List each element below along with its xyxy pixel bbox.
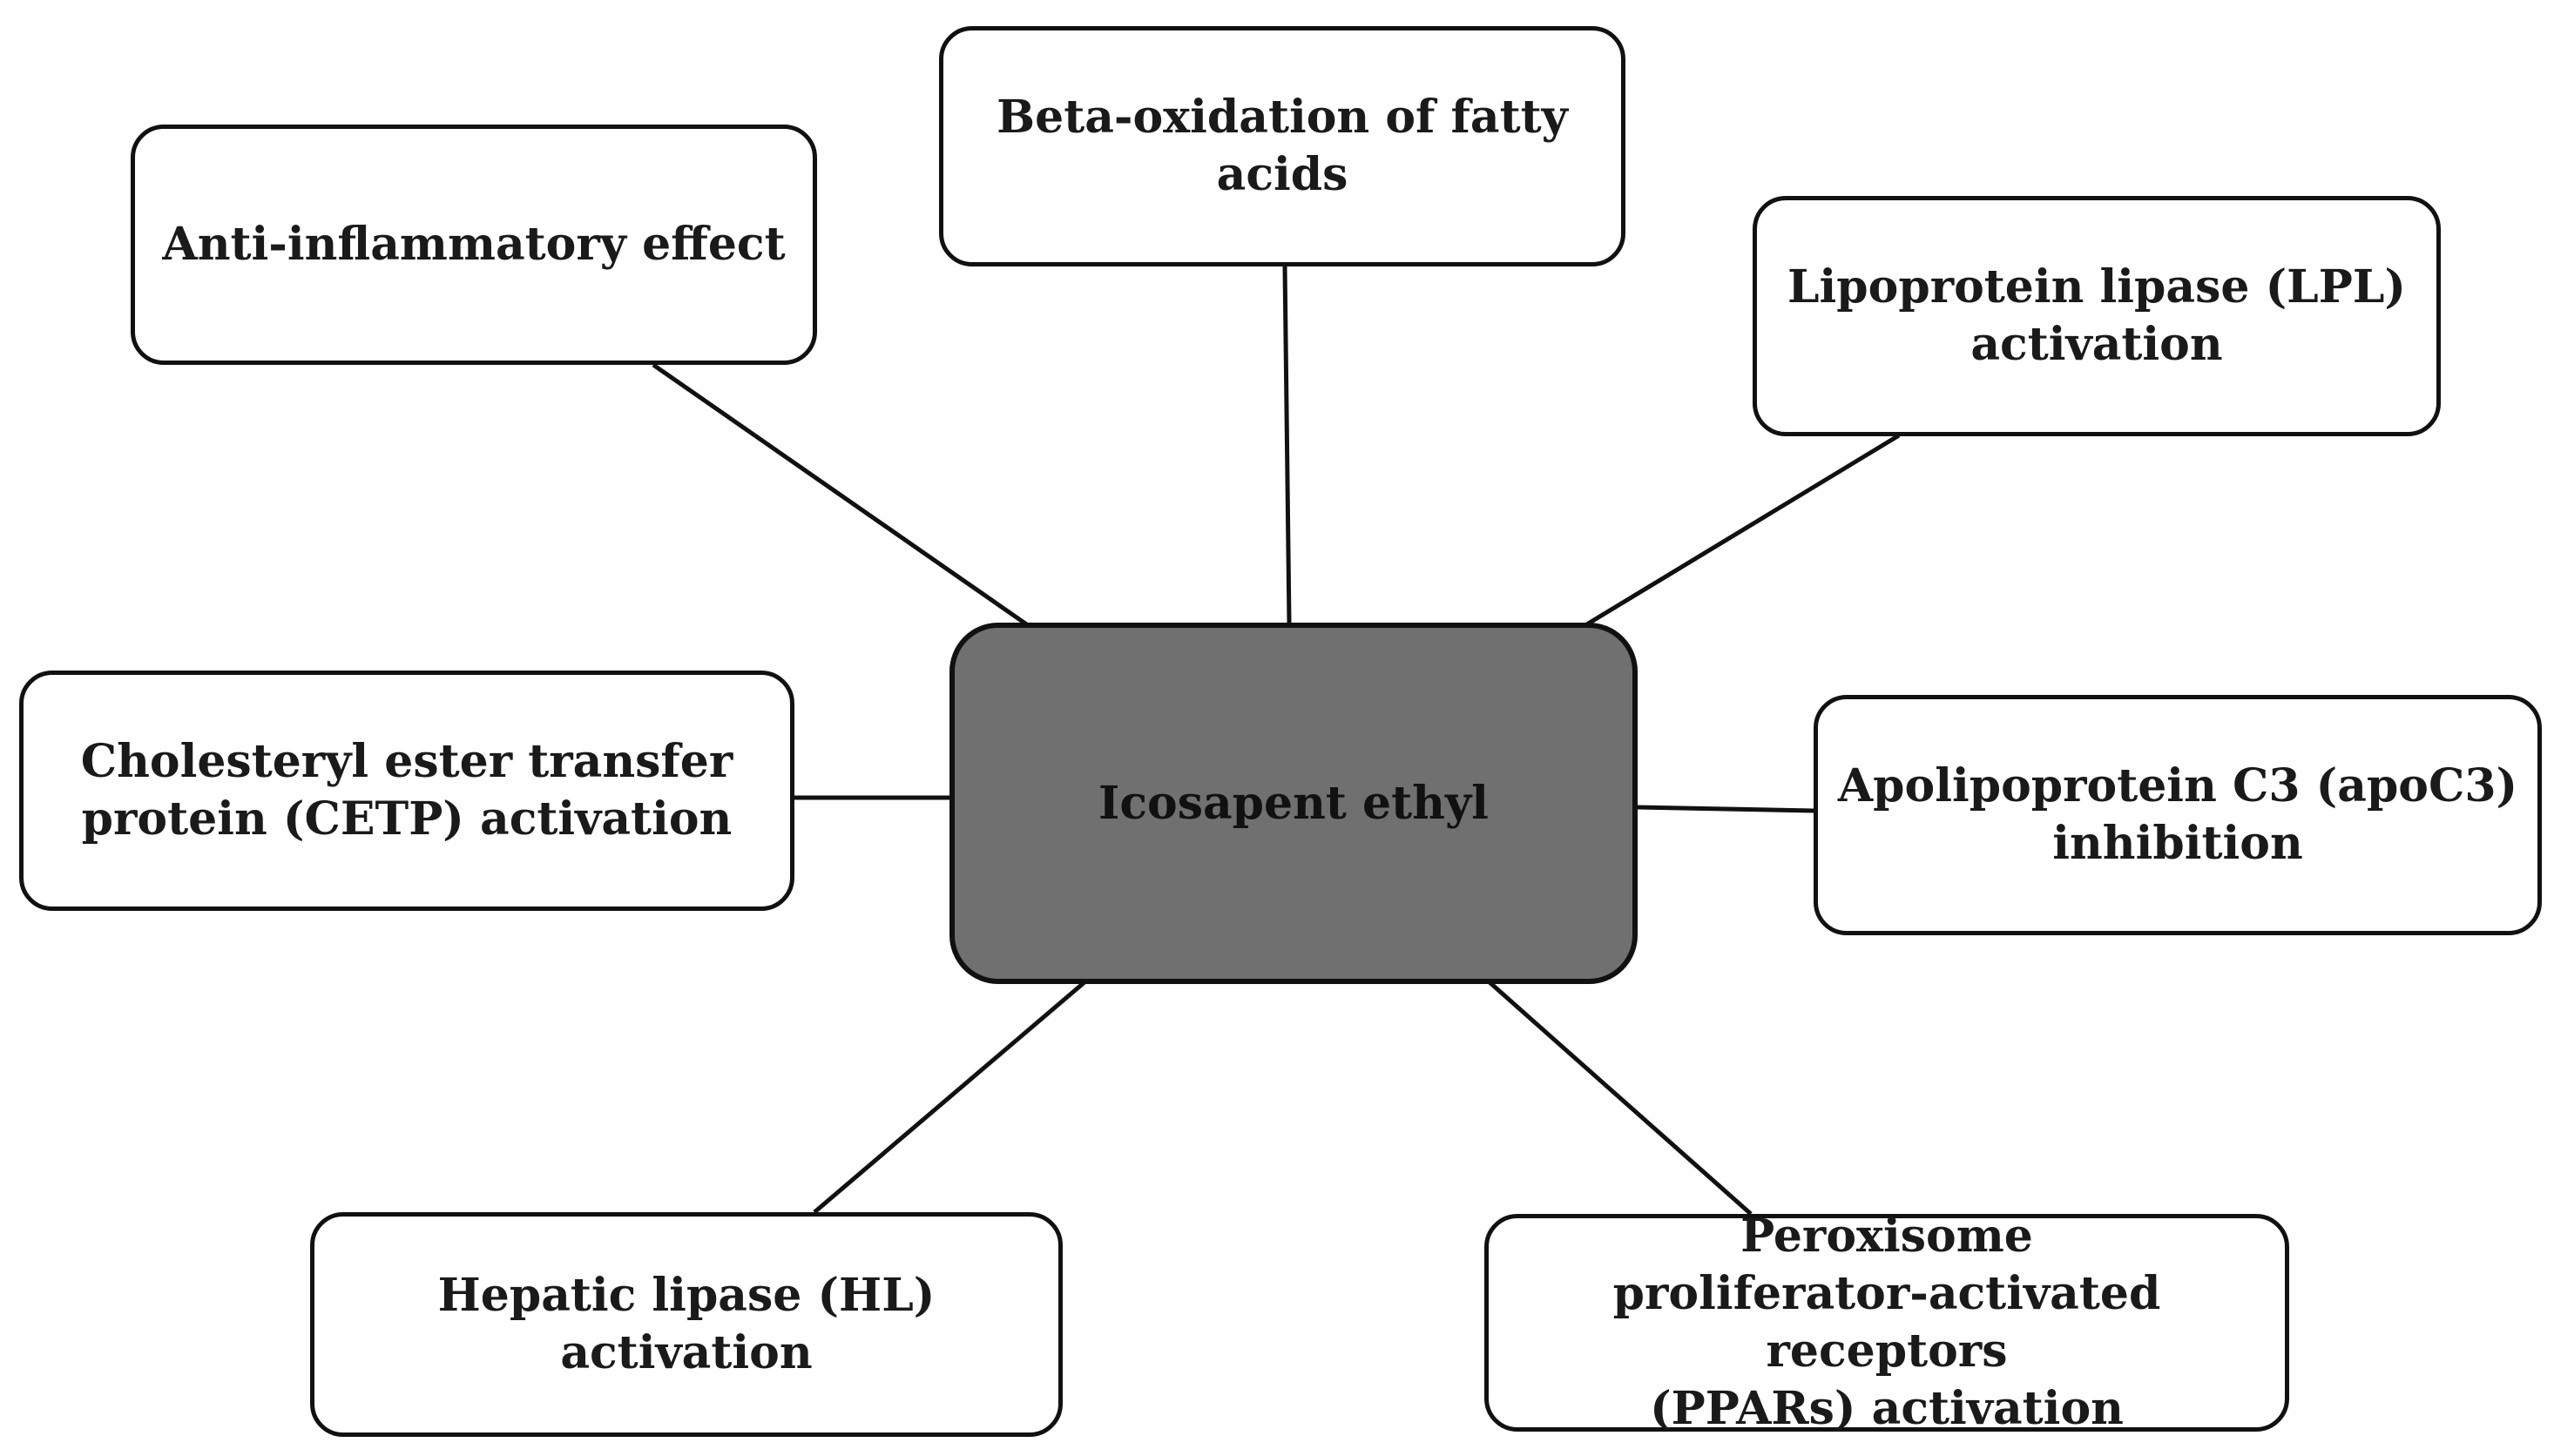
node-lipoprotein-lipase: Lipoprotein lipase (LPL) activation bbox=[1753, 196, 2441, 436]
node-cetp-activation: Cholesteryl ester transfer protein (CETP… bbox=[19, 671, 794, 911]
node-label-line: Anti-inflammatory effect bbox=[162, 218, 786, 271]
connector-lpl bbox=[1584, 433, 1901, 628]
node-label-line: Lipoprotein lipase (LPL) bbox=[1787, 260, 2407, 313]
node-label-line: proliferator-activated receptors bbox=[1612, 1267, 2161, 1378]
node-label-line: Beta-oxidation of fatty acids bbox=[997, 91, 1568, 201]
connector-apoc3 bbox=[1637, 805, 1814, 813]
node-label-line: Peroxisome bbox=[1740, 1210, 2033, 1263]
node-label-line: Apolipoprotein C3 (apoC3) bbox=[1837, 759, 2518, 812]
node-label-line: Hepatic lipase (HL) bbox=[437, 1269, 936, 1322]
connector-ppar bbox=[1488, 981, 1753, 1216]
connector-anti-inflammatory bbox=[652, 362, 1030, 628]
node-center-icosapent-ethyl: Icosapent ethyl bbox=[949, 623, 1638, 984]
node-ppar-activation: Peroxisome proliferator-activated recept… bbox=[1484, 1210, 2289, 1435]
center-label: Icosapent ethyl bbox=[1098, 776, 1489, 830]
node-apoc3-inhibition: Apolipoprotein C3 (apoC3) inhibition bbox=[1814, 695, 2542, 935]
node-beta-oxidation: Beta-oxidation of fatty acids bbox=[939, 26, 1625, 266]
node-label-line: inhibition bbox=[2052, 817, 2303, 870]
node-anti-inflammatory-effect: Anti-inflammatory effect bbox=[131, 125, 817, 365]
node-label-line: activation bbox=[560, 1326, 813, 1379]
connector-beta-oxidation bbox=[1282, 266, 1292, 624]
connector-hl bbox=[813, 981, 1086, 1214]
node-hepatic-lipase: Hepatic lipase (HL) activation bbox=[310, 1212, 1063, 1437]
node-label-line: Cholesteryl ester transfer bbox=[80, 735, 733, 788]
node-label-line: activation bbox=[1970, 318, 2223, 371]
node-label-line: protein (CETP) activation bbox=[81, 792, 733, 846]
node-label-line: (PPARs) activation bbox=[1650, 1382, 2124, 1435]
